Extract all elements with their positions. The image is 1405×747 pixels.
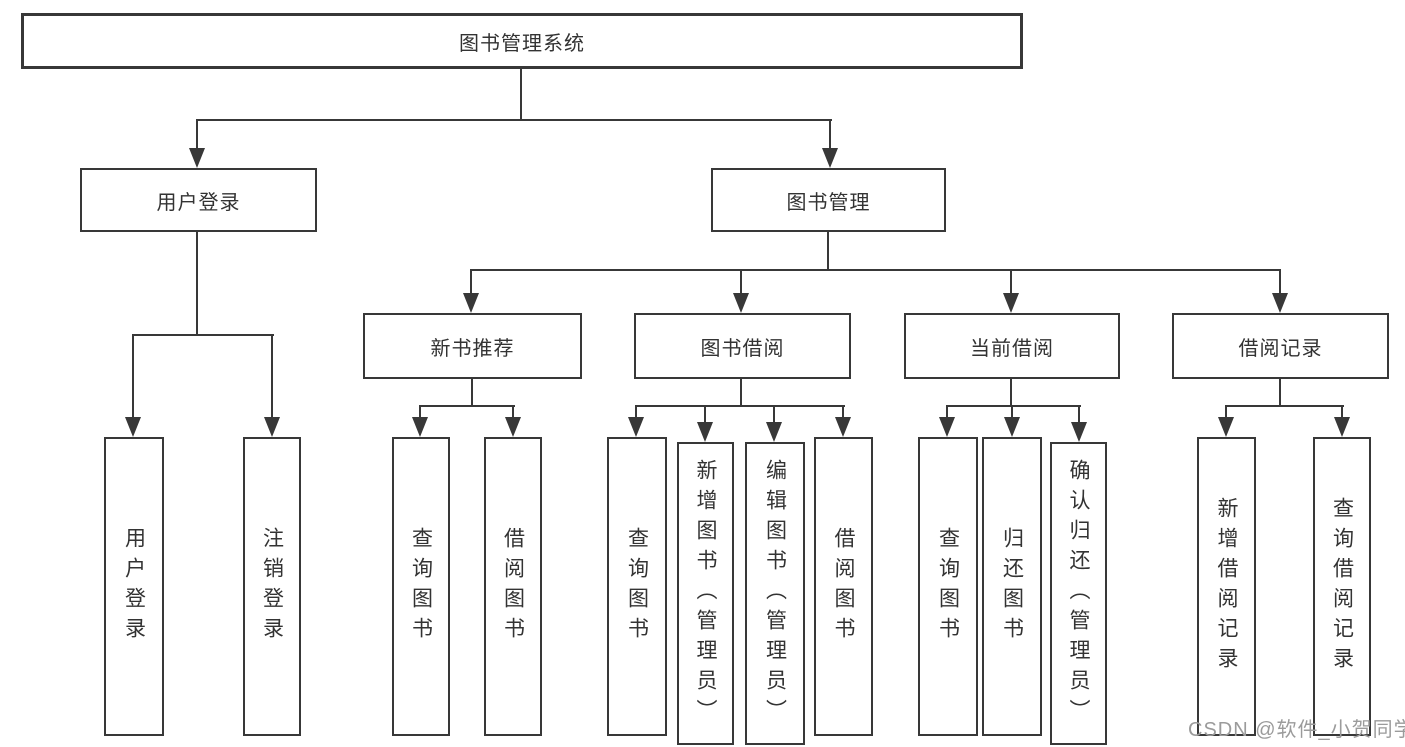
connector-line [1010, 379, 1012, 407]
connector-line [740, 379, 742, 407]
leaf-borrow-books-recommend: 借阅图书 [484, 437, 542, 736]
connector-line [1279, 379, 1281, 407]
connector-line [827, 232, 829, 270]
node-new-book-recommend: 新书推荐 [363, 313, 582, 379]
connector-line [740, 269, 742, 295]
connector-line [132, 334, 134, 419]
connector-line [471, 379, 473, 407]
connector-arrowhead [939, 417, 955, 437]
connector-arrowhead [189, 148, 205, 168]
connector-line [520, 69, 522, 120]
connector-line [132, 334, 274, 336]
leaf-return-books: 归还图书 [982, 437, 1042, 736]
connector-arrowhead [264, 417, 280, 437]
connector-arrowhead [505, 417, 521, 437]
node-borrow-records: 借阅记录 [1172, 313, 1389, 379]
connector-line [1010, 269, 1012, 295]
leaf-query-books-current: 查询图书 [918, 437, 978, 736]
watermark: CSDN @软件_小贺同学 [1188, 719, 1405, 741]
connector-arrowhead [733, 293, 749, 313]
connector-arrowhead [1004, 417, 1020, 437]
connector-arrowhead [628, 417, 644, 437]
connector-line [1011, 405, 1013, 419]
leaf-query-books-recommend: 查询图书 [392, 437, 450, 736]
leaf-edit-books-admin: 编辑图书（管理员） [745, 442, 805, 745]
connector-arrowhead [835, 417, 851, 437]
leaf-query-books-borrow: 查询图书 [607, 437, 667, 736]
connector-arrowhead [697, 422, 713, 442]
connector-arrowhead [1272, 293, 1288, 313]
connector-line [829, 119, 831, 150]
connector-line [842, 405, 844, 419]
connector-line [196, 119, 832, 121]
connector-line [773, 405, 775, 424]
connector-arrowhead [125, 417, 141, 437]
connector-line [196, 119, 198, 150]
connector-line [1279, 269, 1281, 295]
connector-line [946, 405, 948, 419]
node-user-login-branch: 用户登录 [80, 168, 317, 232]
node-book-borrow: 图书借阅 [634, 313, 851, 379]
leaf-confirm-return-admin: 确认归还（管理员） [1050, 442, 1107, 745]
connector-line [704, 405, 706, 424]
leaf-add-books-admin: 新增图书（管理员） [677, 442, 734, 745]
connector-arrowhead [1003, 293, 1019, 313]
connector-arrowhead [463, 293, 479, 313]
connector-line [419, 405, 421, 419]
connector-arrowhead [766, 422, 782, 442]
connector-line [271, 334, 273, 419]
connector-line [946, 405, 1081, 407]
connector-line [420, 405, 515, 407]
leaf-borrow-books: 借阅图书 [814, 437, 873, 736]
leaf-query-borrow-record: 查询借阅记录 [1313, 437, 1371, 736]
connector-line [470, 269, 1281, 271]
connector-line [635, 405, 637, 419]
connector-line [1078, 405, 1080, 424]
connector-arrowhead [1071, 422, 1087, 442]
connector-line [470, 269, 472, 295]
leaf-logout: 注销登录 [243, 437, 301, 736]
leaf-user-login: 用户登录 [104, 437, 164, 736]
connector-line [196, 232, 198, 336]
connector-line [512, 405, 514, 419]
connector-line [635, 405, 845, 407]
connector-arrowhead [1334, 417, 1350, 437]
node-library-management-system: 图书管理系统 [21, 13, 1023, 69]
connector-line [1225, 405, 1344, 407]
node-current-borrow: 当前借阅 [904, 313, 1120, 379]
leaf-add-borrow-record: 新增借阅记录 [1197, 437, 1256, 736]
connector-arrowhead [1218, 417, 1234, 437]
connector-line [1225, 405, 1227, 419]
connector-arrowhead [822, 148, 838, 168]
node-book-management-branch: 图书管理 [711, 168, 946, 232]
connector-arrowhead [412, 417, 428, 437]
connector-line [1341, 405, 1343, 419]
